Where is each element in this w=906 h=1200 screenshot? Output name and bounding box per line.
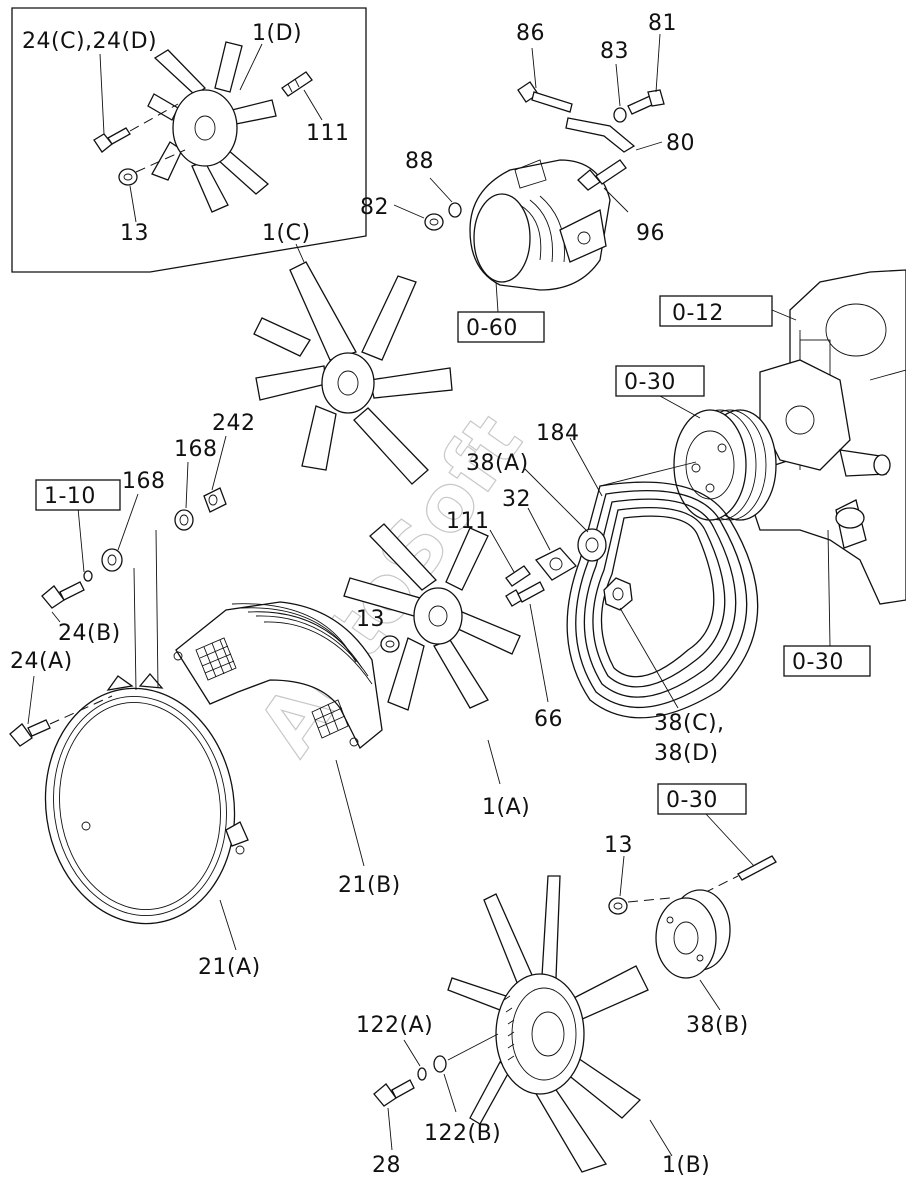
label-38a: 38(A) bbox=[466, 451, 529, 476]
washer-24b bbox=[83, 570, 93, 582]
fan-1b: 1(B) bbox=[447, 875, 710, 1178]
spacer-38a bbox=[577, 528, 607, 562]
label-24b: 24(B) bbox=[58, 621, 121, 646]
label-1-10: 1-10 bbox=[44, 484, 96, 509]
label-111-center: 111 bbox=[446, 509, 490, 534]
bolt-86 bbox=[517, 81, 573, 113]
label-83: 83 bbox=[600, 39, 629, 64]
label-88: 88 bbox=[405, 149, 434, 174]
nut-13-inset bbox=[118, 168, 138, 186]
bolt-96 bbox=[577, 159, 627, 191]
bolt-24cd bbox=[93, 127, 131, 153]
tensioner-group: 86 83 81 80 88 82 96 0-60 bbox=[360, 11, 695, 343]
bolt-111-inset bbox=[281, 71, 313, 97]
label-0-30-right: 0-30 bbox=[792, 650, 844, 675]
ring-21a: 21(A) bbox=[44, 672, 261, 980]
label-80: 80 bbox=[666, 131, 695, 156]
label-0-30-pulley: 0-30 bbox=[624, 370, 676, 395]
label-21a: 21(A) bbox=[198, 955, 261, 980]
label-242: 242 bbox=[212, 411, 256, 436]
ref-box-0-30-right bbox=[783, 645, 871, 677]
shroud-21b: 21(B) bbox=[173, 601, 401, 898]
label-0-12: 0-12 bbox=[672, 301, 724, 326]
nut-82 bbox=[424, 213, 444, 231]
label-21b: 21(B) bbox=[338, 873, 401, 898]
engine-block: 0-12 0-30 0-30 bbox=[599, 269, 906, 677]
label-86: 86 bbox=[516, 21, 545, 46]
label-24a: 24(A) bbox=[10, 649, 73, 674]
label-1d: 1(D) bbox=[252, 21, 302, 46]
label-1c: 1(C) bbox=[262, 221, 311, 246]
label-38c: 38(C), bbox=[654, 711, 725, 736]
fan-1c: 1(C) bbox=[253, 221, 453, 485]
bolt-66 bbox=[505, 581, 545, 607]
spacer-32 bbox=[534, 547, 578, 581]
stud-0-30 bbox=[737, 855, 777, 881]
label-168-upper: 168 bbox=[174, 437, 218, 462]
fan-1d bbox=[147, 41, 277, 213]
tensioner-body bbox=[469, 159, 611, 291]
inset-fan-1d-group: 24(C),24(D) 1(D) 111 13 bbox=[11, 7, 367, 273]
nut-13-center bbox=[380, 635, 400, 653]
label-38d: 38(D) bbox=[654, 741, 719, 766]
label-1a: 1(A) bbox=[482, 795, 530, 820]
label-122b: 122(B) bbox=[424, 1121, 501, 1146]
label-82: 82 bbox=[360, 195, 389, 220]
bolt-24a bbox=[9, 719, 51, 747]
grommet-168-lower bbox=[101, 548, 123, 572]
sleeve-242 bbox=[203, 487, 227, 513]
label-0-30-stud: 0-30 bbox=[666, 788, 718, 813]
hub-38b-group: 0-30 13 38(B) bbox=[604, 783, 777, 1038]
grommet-168-upper bbox=[174, 509, 194, 531]
ref-box-0-30-pulley bbox=[615, 365, 705, 397]
label-0-60: 0-60 bbox=[466, 316, 518, 341]
mesh-right bbox=[311, 699, 349, 739]
label-13-inset: 13 bbox=[120, 221, 149, 246]
ref-box-0-60 bbox=[457, 311, 545, 343]
label-32: 32 bbox=[502, 487, 531, 512]
washer-88 bbox=[448, 202, 462, 218]
label-66: 66 bbox=[534, 707, 563, 732]
bolt-28 bbox=[373, 1079, 415, 1107]
label-24cd: 24(C),24(D) bbox=[22, 29, 157, 54]
label-111-inset: 111 bbox=[306, 121, 350, 146]
washer-83 bbox=[613, 107, 627, 123]
bracket-80 bbox=[565, 117, 636, 153]
inset-frame bbox=[11, 7, 367, 273]
label-13-center: 13 bbox=[356, 607, 385, 632]
bolt-81 bbox=[627, 89, 665, 115]
label-96: 96 bbox=[636, 221, 665, 246]
bottom-bolts-group: 122(A) 122(B) 28 bbox=[356, 1013, 501, 1178]
washer-122a bbox=[417, 1067, 427, 1081]
ref-box-1-10 bbox=[35, 479, 121, 511]
spacer-hub-group: 38(A) 32 111 66 38(C), 38(D) bbox=[446, 451, 725, 766]
fan-1a: 13 1(A) bbox=[343, 523, 530, 820]
label-122a: 122(A) bbox=[356, 1013, 433, 1038]
ref-box-0-12 bbox=[659, 295, 773, 327]
nut-13-hub bbox=[608, 897, 628, 915]
label-38b: 38(B) bbox=[686, 1013, 749, 1038]
label-168-lower: 168 bbox=[122, 469, 166, 494]
drive-belt: 184 bbox=[536, 421, 759, 719]
label-28: 28 bbox=[372, 1153, 401, 1178]
hub-38b bbox=[655, 889, 731, 979]
washer-122b bbox=[433, 1055, 447, 1073]
spacer-38cd bbox=[603, 577, 633, 611]
bolt-24b bbox=[41, 581, 85, 609]
label-13-hub: 13 bbox=[604, 833, 633, 858]
mesh-left bbox=[195, 637, 237, 681]
ref-box-0-30-stud bbox=[657, 783, 747, 815]
label-81: 81 bbox=[648, 11, 677, 36]
label-1b: 1(B) bbox=[662, 1153, 710, 1178]
label-184: 184 bbox=[536, 421, 580, 446]
bolt-111-center bbox=[505, 565, 531, 587]
left-parts-group: 242 168 168 1-10 24(B) 24(A) bbox=[9, 411, 256, 747]
